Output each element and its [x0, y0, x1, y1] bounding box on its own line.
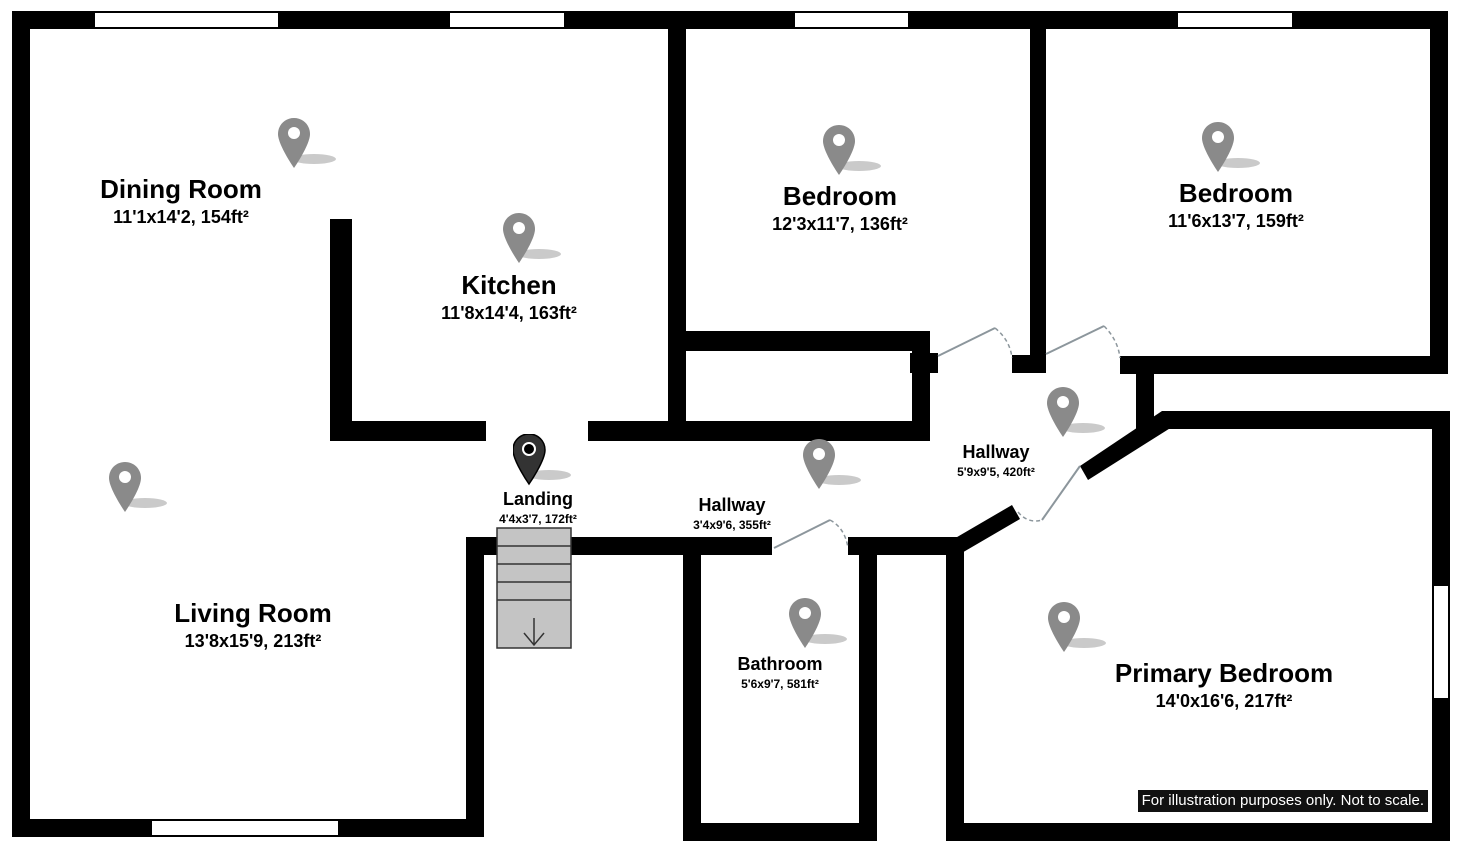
room-hallway-2: Hallway 5'9x9'5, 420ft² [957, 443, 1035, 478]
map-pin-icon[interactable] [1202, 122, 1262, 176]
room-dimensions: 3'4x9'6, 355ft² [693, 518, 771, 532]
room-dimensions: 11'1x14'2, 154ft² [113, 207, 249, 227]
room-bedroom-2: Bedroom 11'6x13'7, 159ft² [1168, 180, 1304, 230]
room-dimensions: 11'6x13'7, 159ft² [1168, 211, 1304, 231]
doors [772, 325, 1121, 555]
arrow-down-icon [523, 618, 545, 647]
room-name: Hallway [698, 495, 766, 515]
room-name: Dining Room [100, 174, 262, 204]
room-hallway-1: Hallway 3'4x9'6, 355ft² [693, 496, 771, 531]
windows [95, 13, 1448, 835]
map-pin-icon[interactable] [1048, 602, 1108, 656]
room-living-room: Living Room 13'8x15'9, 213ft² [174, 600, 331, 650]
map-pin-icon[interactable] [823, 125, 883, 179]
room-dimensions: 5'9x9'5, 420ft² [957, 465, 1035, 479]
map-pin-icon[interactable] [1047, 387, 1107, 441]
room-name: Primary Bedroom [1114, 658, 1334, 688]
stairs [496, 527, 572, 649]
room-name: Bathroom [737, 654, 823, 674]
map-pin-icon[interactable] [278, 118, 338, 172]
map-pin-icon[interactable] [503, 213, 563, 267]
room-bathroom: Bathroom 5'6x9'7, 581ft² [738, 655, 823, 690]
room-dimensions: 14'0x16'6, 217ft² [1155, 691, 1293, 711]
room-name: Kitchen [461, 270, 557, 300]
room-dimensions: 4'4x3'7, 172ft² [499, 512, 577, 526]
room-primary-bedroom: Primary Bedroom 14'0x16'6, 217ft² [1115, 660, 1333, 710]
map-pin-icon[interactable] [109, 462, 169, 516]
room-name: Bedroom [782, 181, 898, 211]
disclaimer-note: For illustration purposes only. Not to s… [1137, 790, 1428, 812]
room-dimensions: 13'8x15'9, 213ft² [184, 631, 322, 651]
room-name: Living Room [174, 598, 332, 628]
room-dimensions: 11'8x14'4, 163ft² [441, 303, 577, 323]
room-landing: Landing 4'4x3'7, 172ft² [499, 490, 577, 525]
room-dimensions: 5'6x9'7, 581ft² [741, 677, 819, 691]
map-pin-icon[interactable] [803, 439, 863, 493]
room-kitchen: Kitchen 11'8x14'4, 163ft² [441, 272, 577, 322]
room-name: Bedroom [1178, 178, 1294, 208]
room-name: Hallway [962, 442, 1030, 462]
room-bedroom-1: Bedroom 12'3x11'7, 136ft² [772, 183, 908, 233]
active-map-pin-icon[interactable] [513, 434, 573, 488]
map-pin-icon[interactable] [789, 598, 849, 652]
room-dining-room: Dining Room 11'1x14'2, 154ft² [100, 176, 262, 226]
room-name: Landing [502, 489, 573, 509]
room-dimensions: 12'3x11'7, 136ft² [772, 214, 908, 234]
